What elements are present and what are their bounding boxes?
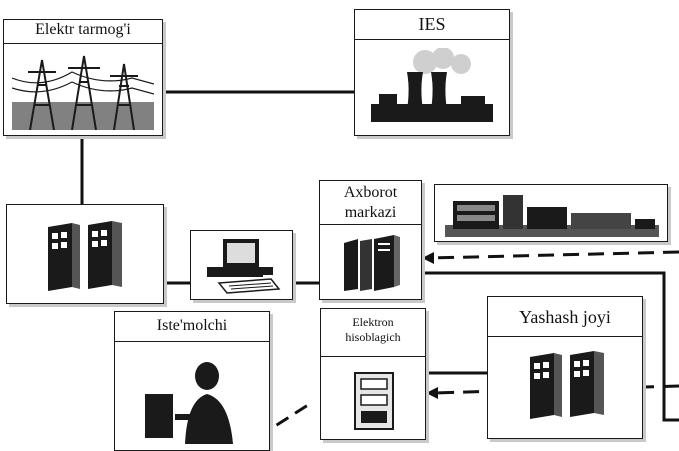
node-residence: Yashash joyi xyxy=(487,296,643,439)
node-label: IES xyxy=(355,10,509,40)
meter-icon xyxy=(354,372,394,430)
node-label: Iste'molchi xyxy=(115,312,269,342)
node-label: Elektron hisoblagich xyxy=(321,309,425,357)
node-electronic-meter: Elektron hisoblagich xyxy=(320,308,426,440)
arrowhead-meter xyxy=(426,387,438,399)
server-icon xyxy=(530,351,604,419)
connectors xyxy=(80,90,679,437)
node-info-center: Axborot markazi xyxy=(319,180,422,300)
node-computer xyxy=(190,230,293,300)
node-label: Yashash joyi xyxy=(488,297,642,337)
node-server xyxy=(6,204,164,304)
server-icon xyxy=(344,235,400,291)
server-icon xyxy=(48,221,122,291)
node-building xyxy=(434,184,668,242)
arrowhead-info xyxy=(422,252,434,264)
node-power-plant: IES xyxy=(354,9,510,136)
power-lines-icon xyxy=(12,55,154,130)
node-label: Axborot markazi xyxy=(320,181,421,225)
dashed-link-info xyxy=(429,250,679,260)
node-consumer: Iste'molchi xyxy=(114,311,270,451)
node-electric-grid: Elektr tarmog'i xyxy=(3,19,163,136)
building-icon xyxy=(445,195,659,237)
person-icon xyxy=(145,362,233,444)
dashed-link-meter xyxy=(431,384,679,395)
node-label: Elektr tarmog'i xyxy=(4,20,162,44)
connector-info-home xyxy=(422,271,679,422)
power-plant-icon xyxy=(371,48,493,122)
diagram: Elektr tarmog'i IES xyxy=(3,9,679,451)
computer-icon xyxy=(207,239,281,294)
